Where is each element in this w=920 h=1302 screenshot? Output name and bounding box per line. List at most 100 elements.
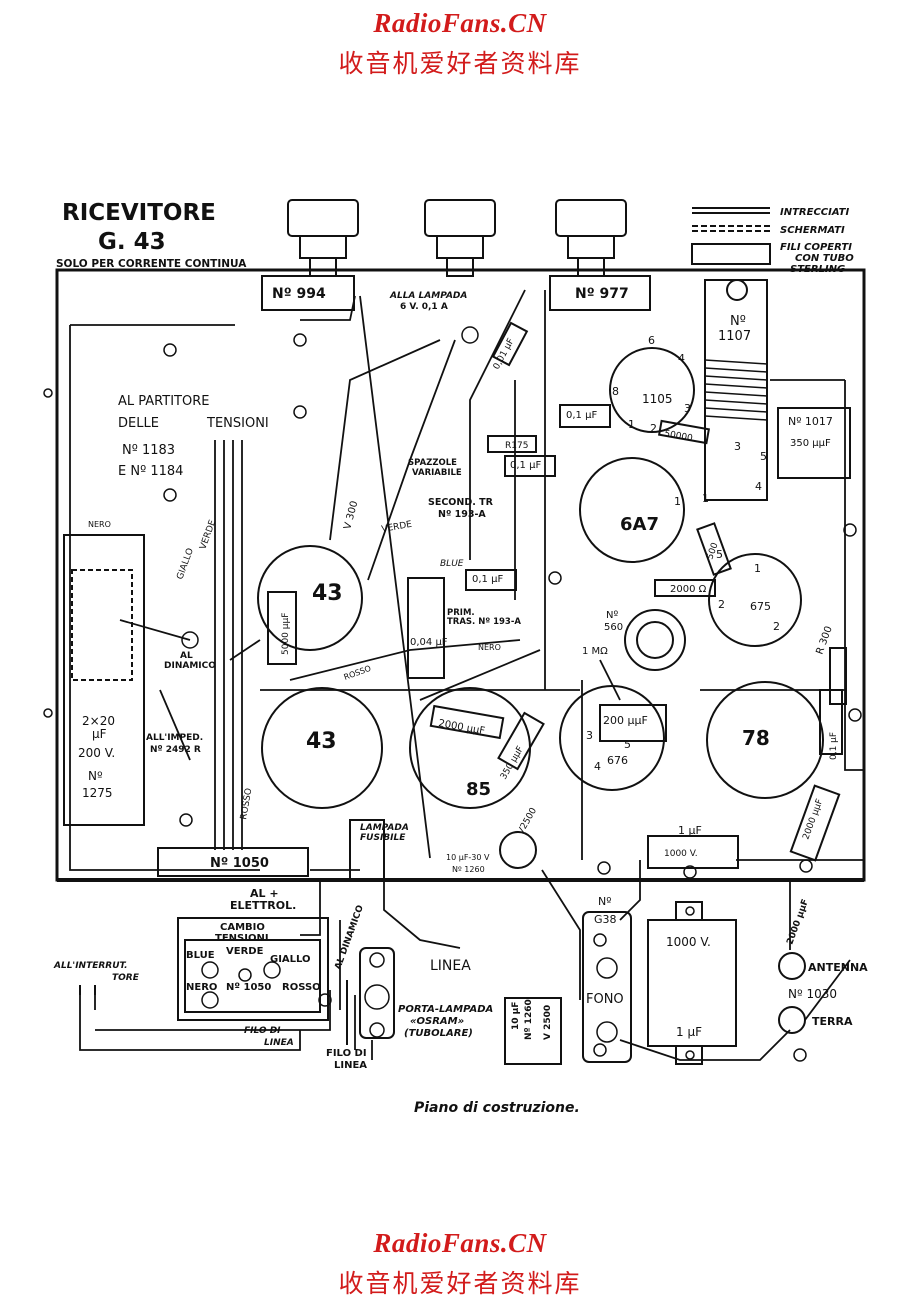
label-1107-a: Nº <box>730 314 746 329</box>
socket-6a7 <box>579 457 685 563</box>
capacitor-004 <box>407 577 445 679</box>
label-lampada-2: 6 V. 0,1 A <box>400 302 448 312</box>
label-977: Nº 977 <box>575 286 629 302</box>
capacitor-2000a <box>429 704 505 740</box>
ground-terminal <box>778 1006 806 1034</box>
tone-knob <box>424 199 496 277</box>
watermark-subtitle: 收音机爱好者资料库 <box>338 49 582 78</box>
label-tube-675: 675 <box>750 600 771 613</box>
watermark-site: RadioFans.CN <box>373 8 547 38</box>
label-tube-6a7: 6A7 <box>620 514 659 535</box>
label-al-dinamico-bottom: AL DINAMICO <box>333 904 366 971</box>
label-fusibile-1: LAMPADA <box>360 823 409 833</box>
svg-text:2: 2 <box>650 422 657 435</box>
svg-text:1: 1 <box>754 562 761 575</box>
label-sel-giallo: GIALLO <box>270 954 311 965</box>
label-filo-2: LINEA <box>264 1038 294 1048</box>
socket-675 <box>708 553 802 647</box>
capacitor-01b <box>504 455 556 477</box>
label-lampada-1: ALLA LAMPADA <box>389 291 467 301</box>
label-dinamico-1: AL <box>180 651 193 661</box>
label-elettrol-2: μF <box>92 727 107 741</box>
label-al-elettrol-2: ELETTROL. <box>230 899 296 912</box>
label-res-2000: 2000 Ω <box>670 584 707 595</box>
label-res-r300: R 300 <box>814 625 834 656</box>
label-prim-2: TRAS. Nº 193-A <box>447 617 521 627</box>
label-g38-b: G38 <box>594 913 617 926</box>
label-994: Nº 994 <box>272 286 326 302</box>
label-10uf-top: 10 μF-30 V <box>446 853 490 862</box>
label-1030: Nº 1030 <box>788 987 837 1001</box>
label-filo-3: FILO DI <box>326 1048 367 1059</box>
phono-jack-g38 <box>582 911 632 1063</box>
svg-text:8: 8 <box>612 385 619 398</box>
antenna-terminal <box>778 952 806 980</box>
label-v300: V 300 <box>342 500 360 531</box>
legend-schermati: SCHERMATI <box>780 225 845 236</box>
socket-78 <box>706 681 824 799</box>
label-prim-1: PRIM. <box>447 608 475 618</box>
label-linea-mains: LINEA <box>430 958 471 974</box>
socket-676 <box>559 685 665 791</box>
label-1uf-top: 1 μF <box>678 824 702 837</box>
label-v2500-top: V2500 <box>516 806 539 836</box>
label-elettrol-1: 2×20 <box>82 714 115 728</box>
label-partitore-3: TENSIONI <box>206 416 269 431</box>
label-elettrol-4: Nº <box>88 769 103 783</box>
label-cap-004: 0,04 μF <box>410 637 448 648</box>
label-res-1m: 1 MΩ <box>582 646 608 657</box>
label-imped-1: ALL'IMPED. <box>146 733 203 743</box>
label-1uf-bottom: 1 μF <box>676 1025 702 1039</box>
potentiometer-994 <box>261 275 355 311</box>
capacitor-001 <box>491 321 529 367</box>
capacitor-01a <box>559 404 611 428</box>
socket-1105 <box>609 347 695 433</box>
label-1260-bottom: Nº 1260 <box>524 999 534 1040</box>
svg-text:2: 2 <box>718 598 725 611</box>
label-1107-b: 1107 <box>718 329 751 344</box>
label-sel-1050: Nº 1050 <box>226 982 271 993</box>
svg-text:4: 4 <box>755 480 762 493</box>
label-cap-2000a: 2000 μμF <box>437 718 486 737</box>
label-1000v-bottom: 1000 V. <box>666 935 711 949</box>
label-dinamico-2: DINAMICO <box>164 661 216 671</box>
svg-text:4: 4 <box>594 760 601 773</box>
electrolytic-1260-top <box>499 831 537 869</box>
diagram-subtitle: SOLO PER CORRENTE CONTINUA <box>56 258 247 270</box>
label-1017: Nº 1017 <box>788 415 833 428</box>
legend-sterling: STERLING <box>790 264 845 275</box>
label-res-50000: 50000 <box>663 429 693 444</box>
legend-fili-coperti: FILI COPERTI <box>780 242 852 253</box>
electrolytic-1260-bottom <box>504 997 562 1065</box>
label-giallo: GIALLO <box>175 547 196 581</box>
wiring-harness <box>69 289 864 1061</box>
label-interrut-1: ALL'INTERRUT. <box>53 961 128 971</box>
label-al-elettrol-1: AL + <box>250 887 279 900</box>
coil-1107 <box>704 279 768 501</box>
volume-knob <box>287 199 359 277</box>
svg-text:4: 4 <box>678 352 685 365</box>
polarity-arrows <box>79 980 348 1045</box>
label-1260-top: Nº 1260 <box>452 865 485 874</box>
label-v2500-bottom: V 2500 <box>543 1005 553 1040</box>
svg-text:1: 1 <box>674 495 681 508</box>
if-transformer-560 <box>624 609 686 671</box>
watermark-subtitle-bottom: 收音机爱好者资料库 <box>338 1269 582 1298</box>
svg-text:1: 1 <box>702 492 709 505</box>
resistor-r300 <box>829 647 847 705</box>
label-1183: Nº 1183 <box>122 443 175 458</box>
label-tube-85: 85 <box>466 779 491 800</box>
resistor-2000 <box>654 579 716 597</box>
label-partitore-1: AL PARTITORE <box>118 394 209 409</box>
label-sel-blue: BLUE <box>186 950 215 961</box>
label-tube-676: 676 <box>607 754 628 767</box>
legend-con-tubo: CON TUBO <box>795 253 854 264</box>
mounting-screws <box>43 326 862 1062</box>
label-filo-1: FILO DI <box>244 1026 281 1036</box>
label-interrut-2: TORE <box>112 973 140 983</box>
label-nero-2: NERO <box>478 643 501 652</box>
label-350-trimmer: 350 μμF <box>790 438 831 449</box>
diagram-title: RICEVITORE <box>62 200 216 226</box>
